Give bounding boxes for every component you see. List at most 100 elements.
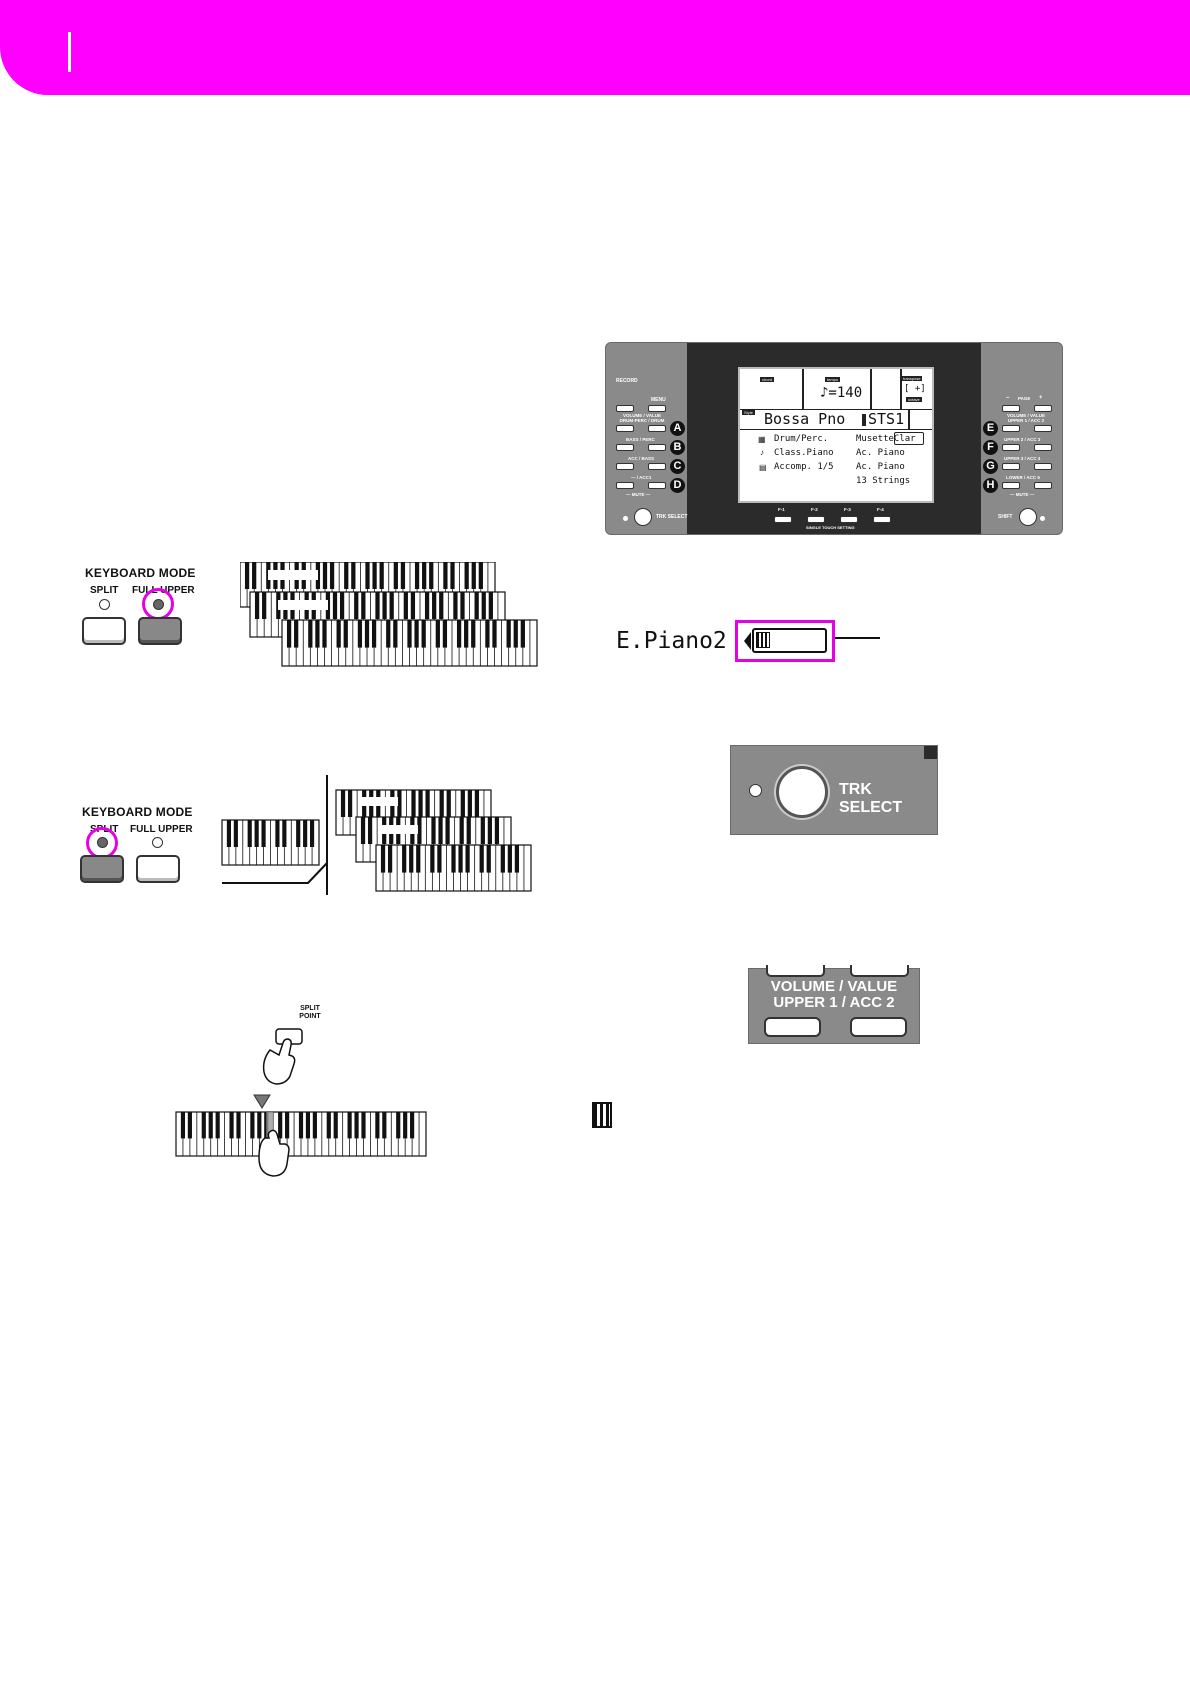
f3-button[interactable] [840, 516, 858, 523]
trk-select-small-button[interactable] [634, 508, 652, 526]
split-button[interactable] [82, 617, 126, 645]
full-upper-button[interactable] [136, 855, 180, 883]
left-btn[interactable] [616, 425, 634, 432]
upper1-volume-down-button[interactable] [764, 1017, 821, 1037]
split-point-label-line2: POINT [299, 1013, 321, 1020]
volume-value-panel: VOLUME / VALUE UPPER 1 / ACC 2 [748, 965, 920, 1044]
black-key [507, 845, 512, 873]
split-point-label-line1: SPLIT [300, 1005, 320, 1012]
acc-bass-label: ACC / BASS [628, 456, 655, 461]
right-btn[interactable] [1034, 482, 1052, 489]
lcd-divider-3 [900, 369, 902, 409]
f4-label: F-4 [877, 507, 884, 512]
black-key [417, 817, 422, 844]
black-key [429, 562, 434, 589]
letter-h-button[interactable]: H [983, 478, 998, 493]
epiano-highlight-box [735, 620, 835, 662]
black-key [471, 562, 476, 589]
right-btn[interactable] [1002, 463, 1020, 470]
shift-button[interactable] [1019, 508, 1037, 526]
tempo-tag: tempo [825, 377, 841, 382]
black-key [347, 790, 353, 817]
left-btn[interactable] [648, 425, 666, 432]
volume-top-button-right[interactable] [850, 965, 909, 977]
black-key [244, 562, 250, 589]
left-btn[interactable] [616, 463, 634, 470]
keyboard-label-mask [268, 570, 318, 580]
split-button[interactable] [80, 855, 124, 883]
keys-icon: ▤ [759, 463, 767, 472]
black-key [481, 592, 486, 619]
black-key [471, 620, 476, 648]
keyboard-label-mask [378, 825, 418, 834]
style-tag: Style [742, 410, 755, 415]
left-btn[interactable] [616, 482, 634, 489]
right-btn[interactable] [1034, 463, 1052, 470]
track-row: ♪ Class.Piano Ac. Piano [754, 447, 929, 461]
right-btn[interactable] [1002, 444, 1020, 451]
single-touch-label: SINGLE TOUCH SETTING [806, 525, 855, 530]
f4-button[interactable] [873, 516, 891, 523]
vol-label-right-1: VOLUME / VALUE [1007, 413, 1045, 418]
letter-d-button[interactable]: D [670, 478, 685, 493]
track-right: Ac. Piano [856, 448, 905, 458]
letter-c-button[interactable]: C [670, 459, 685, 474]
right-btn[interactable] [1034, 444, 1052, 451]
volume-top-button-left[interactable] [766, 965, 825, 977]
trk-select-button[interactable] [776, 766, 828, 818]
black-key [236, 1112, 241, 1139]
upper3-label: UPPER 3 / ACC 4 [1004, 456, 1041, 461]
track-left: Class.Piano [774, 448, 834, 458]
black-key [305, 1112, 311, 1139]
black-key [520, 620, 525, 648]
letter-f-button[interactable]: F [983, 440, 998, 455]
letter-a-button[interactable]: A [670, 421, 685, 436]
left-btn[interactable] [616, 444, 634, 451]
black-key [416, 845, 421, 873]
menu-label: MENU [651, 397, 666, 403]
page-plus-button[interactable] [1034, 405, 1052, 412]
piano-keyboard [221, 819, 320, 866]
black-key [351, 562, 356, 589]
black-key [414, 562, 420, 589]
right-btn[interactable] [1002, 425, 1020, 432]
chord-tag: chord [760, 377, 775, 382]
piano-keyboard [175, 1111, 427, 1157]
left-btn[interactable] [648, 444, 666, 451]
black-key [339, 592, 345, 619]
right-btn[interactable] [1034, 425, 1052, 432]
black-key [438, 817, 443, 844]
letter-g-button[interactable]: G [983, 459, 998, 474]
page-minus-label: – [1006, 395, 1010, 401]
left-btn[interactable] [616, 405, 634, 412]
left-btn[interactable] [648, 482, 666, 489]
full-upper-button[interactable] [138, 617, 182, 645]
black-key [480, 817, 485, 844]
menu-btn[interactable] [648, 405, 666, 412]
f1-button[interactable] [774, 516, 792, 523]
black-key [187, 1112, 192, 1139]
black-key [254, 820, 259, 847]
black-key [459, 817, 464, 844]
f2-button[interactable] [807, 516, 825, 523]
right-btn[interactable] [1002, 482, 1020, 489]
letter-b-button[interactable]: B [670, 440, 685, 455]
track-row: ▦ Drum/Perc. MusetteClar [754, 433, 929, 447]
page-minus-button[interactable] [1002, 405, 1020, 412]
piano-keyboard [281, 619, 538, 667]
black-key [424, 592, 430, 619]
trk-select-label: TRK SELECT [839, 781, 903, 816]
black-key [486, 845, 491, 873]
full-upper-led [152, 837, 163, 848]
bass-icon: ♪ [760, 448, 764, 457]
letter-e-button[interactable]: E [983, 421, 998, 436]
black-key [382, 592, 387, 619]
black-key [180, 1112, 186, 1139]
left-btn[interactable] [648, 463, 666, 470]
black-key [332, 592, 338, 619]
black-key [360, 817, 366, 844]
upper1-volume-up-button[interactable] [850, 1017, 907, 1037]
sts-name: STS1 [868, 410, 905, 428]
transpose-value: [ +] [904, 384, 926, 394]
black-key [513, 620, 518, 648]
